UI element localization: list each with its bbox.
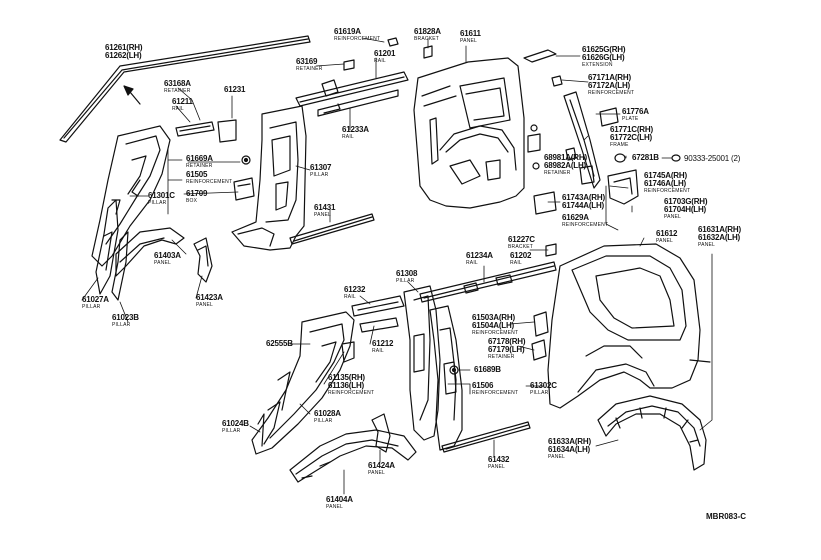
retainer-61669a-part	[241, 155, 251, 165]
reference-code: MBR083-C	[706, 512, 747, 521]
rail-61211-part	[175, 119, 237, 143]
callout-61619a: 61619A REINFORCEMENT	[334, 27, 381, 42]
panel-61432-part	[441, 421, 531, 453]
callout-61227c: 61227C BRACKET	[508, 235, 535, 250]
panel-61431-part	[289, 213, 375, 245]
rail-61201-part	[295, 71, 409, 117]
callout-61709: 61709 BOX	[186, 189, 208, 204]
callout-61307: 61307 PILLAR	[310, 163, 332, 178]
box-61709-part	[233, 177, 255, 201]
leader-lines	[81, 37, 713, 495]
callout-61201: 61201 RAIL	[374, 49, 396, 64]
callout-61631a: 61631A(RH) 61632A(LH) PANEL	[698, 225, 741, 248]
callout-61505: 61505 REINFORCEMENT	[186, 170, 233, 185]
pillar-61302c-part	[429, 305, 463, 451]
callout-61403a: 61403A PANEL	[154, 251, 181, 266]
direction-arrow	[123, 85, 141, 105]
callout-61234a: 61234A RAIL	[466, 251, 493, 266]
callout-61302c: 61302C PILLAR	[530, 381, 557, 396]
callout-61611: 61611 PANEL	[460, 29, 481, 44]
quarter-panel-61612-part	[547, 243, 711, 409]
extension-61625g-part	[523, 49, 563, 87]
reinforcement-61503a-part	[531, 311, 549, 361]
callout-61431: 61431 PANEL	[314, 203, 336, 218]
callout-62555b: 62555B	[266, 339, 293, 348]
pillar-61307-part	[231, 105, 307, 251]
callout-61625g: 61625G(RH) 61626G(LH) EXTENSION	[582, 45, 626, 68]
drip-molding-part	[59, 35, 311, 143]
pillar-61027a-part	[95, 199, 129, 301]
callout-61633a: 61633A(RH) 61634A(LH) PANEL	[548, 437, 591, 460]
callout-67171a: 67171A(RH) 67172A(LH) REINFORCEMENT	[588, 73, 635, 96]
rail-61232-part	[351, 295, 405, 317]
callout-61432: 61432 PANEL	[488, 455, 510, 470]
retainer-68981a-part	[565, 147, 577, 161]
pillar-61028a-part	[251, 311, 355, 455]
callout-61506: 61506 REINFORCEMENT	[472, 381, 519, 396]
callout-61202: 61202 RAIL	[510, 251, 532, 266]
callout-67178: 67178(RH) 67179(LH) RETAINER	[488, 337, 526, 360]
callout-61028a: 61028A PILLAR	[314, 409, 341, 424]
bracket-61828a-part	[423, 45, 433, 59]
callout-61301c: 61301C PILLAR	[148, 191, 175, 206]
callout-61308: 61308 PILLAR	[396, 269, 418, 284]
callout-63169: 63169 RETAINER	[296, 57, 323, 72]
callout-61703g: 61703G(RH) 61704H(LH) PANEL	[664, 197, 708, 220]
callout-61771c: 61771C(RH) 61772C(LH) FRAME	[610, 125, 653, 148]
callout-61424a: 61424A PANEL	[368, 461, 395, 476]
callout-61828a: 61828A BRACKET	[414, 27, 441, 42]
callout-63168a: 63168A RETAINER	[164, 79, 191, 94]
wheel-house-61633a-part	[597, 395, 707, 471]
callout-67281b: 67281B	[632, 153, 659, 162]
callout-61669a: 61669A RETAINER	[186, 154, 213, 169]
callout-61027a: 61027A PILLAR	[82, 295, 109, 310]
callout-61629a: 61629A REINFORCEMENT	[562, 213, 609, 228]
reinforcement-61619a-part	[387, 37, 399, 47]
callout-61745a: 61745A(RH) 61746A(LH) REINFORCEMENT	[644, 171, 691, 194]
panel-61403a-part	[115, 227, 185, 277]
callout-61211: 61211 RAIL	[172, 97, 193, 112]
reinforcement-61135-part	[341, 341, 355, 363]
callout-61231: 61231	[224, 85, 246, 94]
retainer-63169-part	[343, 59, 355, 71]
callout-61023b: 61023B PILLAR	[112, 313, 139, 328]
panel-61423a-part	[193, 237, 213, 283]
callout-61212: 61212 RAIL	[372, 339, 394, 354]
reinforcement-61745a-part	[607, 169, 639, 205]
pillar-61308-part	[403, 285, 441, 441]
callout-68981a: 68981A(RH) 68982A(LH) RETAINER	[544, 153, 587, 176]
callout-61233a: 61233A RAIL	[342, 125, 369, 140]
quarter-panel-61611-part	[413, 57, 541, 209]
callout-61776a: 61776A PLATE	[622, 107, 649, 122]
callout-61423a: 61423A PANEL	[196, 293, 223, 308]
callout-61024b: 61024B PILLAR	[222, 419, 249, 434]
callout-61612: 61612 PANEL	[656, 229, 678, 244]
callout-61743a: 61743A(RH) 61744A(LH)	[562, 193, 605, 210]
panel-61424a-part	[371, 413, 391, 453]
callout-61135: 61135(RH) 61136(LH) REINFORCEMENT	[328, 373, 375, 396]
rail-61234a-part	[419, 261, 557, 303]
callout-61261: 61261(RH) 61262(LH)	[105, 43, 143, 60]
pillar-61301c-part	[91, 125, 171, 267]
callout-61503a: 61503A(RH) 61504A(LH) REINFORCEMENT	[472, 313, 519, 336]
callout-61232: 61232 RAIL	[344, 285, 366, 300]
callout-90333: 90333-25001 (2)	[684, 154, 741, 163]
rail-61212-part	[359, 317, 399, 333]
reinforcement-61743a-part	[533, 191, 557, 215]
bracket-61227c-part	[545, 243, 557, 257]
callout-61404a: 61404A PANEL	[326, 495, 353, 510]
panel-61404a-part	[289, 429, 417, 483]
callout-61689b: 61689B	[474, 365, 501, 374]
